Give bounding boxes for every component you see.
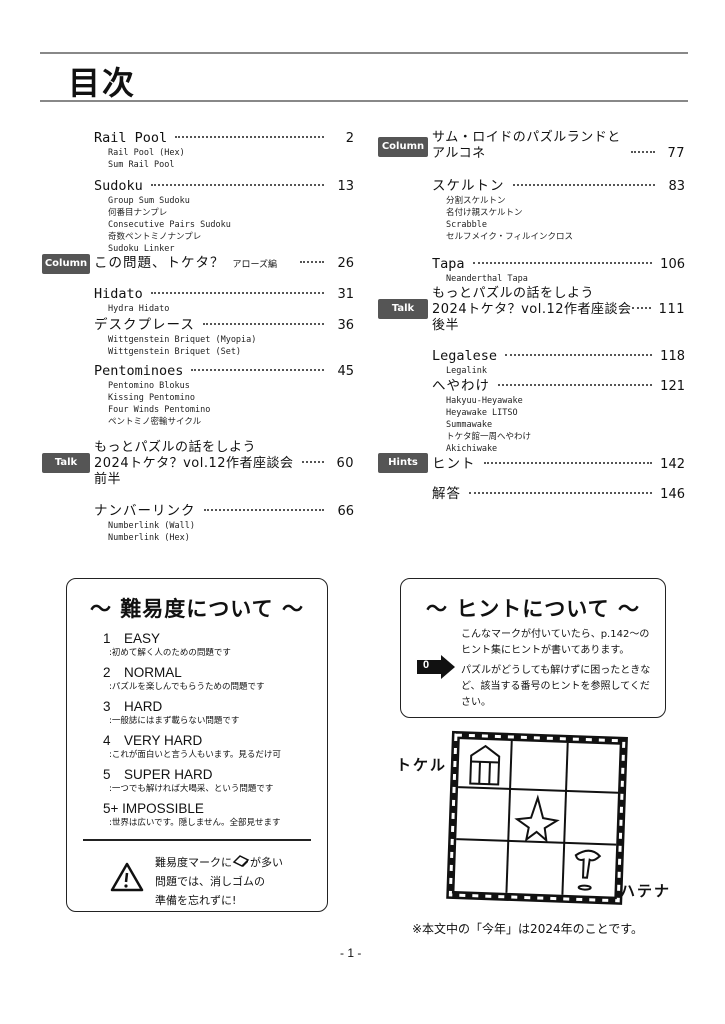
tokeru-label: トケル [396, 756, 448, 774]
warning-text: 難易度マークにが多い 問題では、消しゴムの 準備を忘れずに! [155, 855, 283, 907]
hint-text: こんなマークが付いていたら、p.142～のヒント集にヒントが書いてあります。 パ… [461, 629, 651, 708]
difficulty-heading: ～ 難易度について ～ [90, 597, 304, 621]
puzzle-grid-illustration [446, 730, 628, 905]
footnote: ※本文中の「今年」は2024年のことです。 [412, 922, 644, 936]
column-tag: Column [42, 254, 90, 274]
hint-heading: ～ ヒントについて ～ [426, 597, 640, 621]
column-tag: Column [378, 137, 428, 157]
top-rule [40, 52, 688, 54]
level-item: 4 VERY HARD:これが面白いと言う人もいます。見るだけ可 [103, 733, 281, 760]
eraser-icon [232, 855, 250, 867]
page-title: 目次 [68, 64, 137, 102]
talk-tag: Talk [378, 299, 428, 319]
hint-marker-icon: 0 [417, 655, 459, 679]
difficulty-box: ～ 難易度について ～ 1 EASY:初めて解く人のための問題です 2 NORM… [66, 578, 328, 912]
title-rule [40, 100, 688, 102]
divider [83, 839, 311, 841]
level-item: 5+ IMPOSSIBLE:世界は広いです。隠しません。全部見せます [103, 801, 281, 828]
hints-tag: Hints [378, 453, 428, 473]
level-item: 5 SUPER HARD:一つでも解ければ大喝采、という問題です [103, 767, 274, 794]
page-number: - 1 - [340, 946, 362, 960]
hint-box: ～ ヒントについて ～ 0 こんなマークが付いていたら、p.142～のヒント集に… [400, 578, 666, 718]
warning-icon [110, 862, 144, 892]
talk-tag: Talk [42, 453, 90, 473]
level-item: 3 HARD:一般誌にはまず載らない問題です [103, 699, 240, 726]
hatena-label: ハテナ [620, 882, 672, 900]
level-item: 1 EASY:初めて解く人のための問題です [103, 631, 231, 658]
level-item: 2 NORMAL:パズルを楽しんでもらうための問題です [103, 665, 265, 692]
